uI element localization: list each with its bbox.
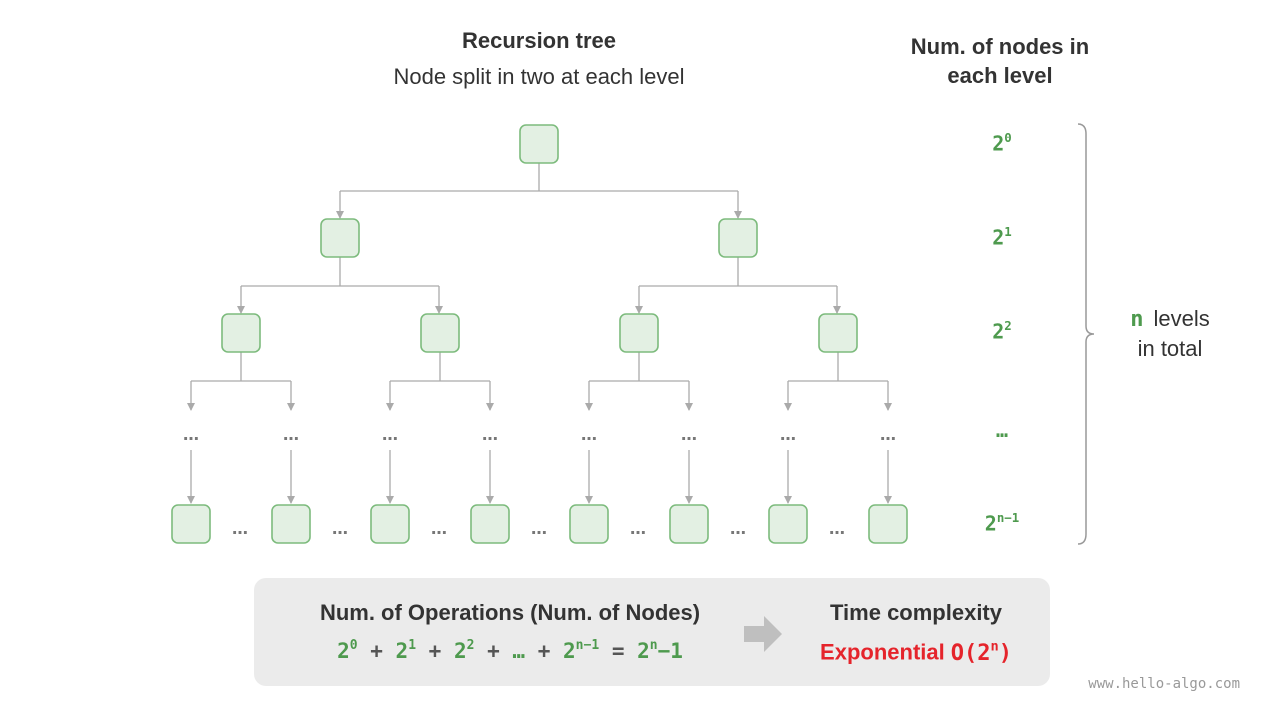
leaf-ellipsis: … xyxy=(630,519,646,538)
operations-formula: 20 + 21 + 22 + … + 2n−1 = 2n−1 xyxy=(337,638,683,664)
tree-leaf-node xyxy=(868,504,908,544)
leaf-ellipsis: … xyxy=(829,519,845,538)
tree-ellipsis: … xyxy=(482,425,498,444)
leaf-ellipsis: … xyxy=(531,519,547,538)
formula-result: 2n−1 xyxy=(637,638,683,664)
tree-ellipsis: … xyxy=(880,425,896,444)
formula-term: 2n−1 xyxy=(563,638,600,664)
level-column-title: Num. of nodes in each level xyxy=(910,34,1090,88)
level-ellipsis: … xyxy=(995,418,1009,442)
levels-text: levels xyxy=(1153,306,1210,331)
summary-panel xyxy=(254,578,1050,686)
formula-term: 22 xyxy=(453,638,475,664)
leaf-ellipsis: … xyxy=(431,519,447,538)
tree-node xyxy=(718,218,758,258)
diagram-subtitle: Node split in two at each level xyxy=(393,64,685,89)
level-2-count: 22 xyxy=(992,318,1012,344)
leaf-ellipsis: … xyxy=(232,519,248,538)
tree-node xyxy=(420,313,460,353)
level-1-count: 21 xyxy=(992,224,1012,250)
tree-ellipsis: … xyxy=(183,425,199,444)
time-complexity-title: Time complexity xyxy=(830,600,1002,625)
tree-node xyxy=(320,218,360,258)
tree-ellipsis: … xyxy=(283,425,299,444)
tree-ellipsis: … xyxy=(382,425,398,444)
leaf-ellipsis: … xyxy=(730,519,746,538)
operations-title: Num. of Operations (Num. of Nodes) xyxy=(319,600,701,625)
tree-leaf-node xyxy=(171,504,211,544)
tree-ellipsis: … xyxy=(780,425,796,444)
level-0-count: 20 xyxy=(992,130,1012,156)
tree-leaf-node xyxy=(370,504,410,544)
tree-leaf-node xyxy=(669,504,709,544)
complexity-notation: O(2n) xyxy=(950,638,1012,666)
diagram-title: Recursion tree xyxy=(461,28,617,53)
formula-term: 20 xyxy=(337,638,358,664)
watermark: www.hello-algo.com xyxy=(1088,676,1240,692)
complexity-label: Exponential xyxy=(820,639,945,665)
tree-node xyxy=(818,313,858,353)
tree-leaf-node xyxy=(470,504,510,544)
tree-ellipsis: … xyxy=(581,425,597,444)
tree-node xyxy=(619,313,659,353)
formula-term: 21 xyxy=(395,638,417,664)
levels-n: n xyxy=(1130,307,1144,332)
tree-node xyxy=(221,313,261,353)
levels-in-total-text: in total xyxy=(1137,336,1203,361)
formula-term: … xyxy=(512,639,526,664)
levels-brace xyxy=(1077,123,1095,545)
tree-node xyxy=(519,124,559,164)
leaf-ellipsis: … xyxy=(332,519,348,538)
tree-leaf-node xyxy=(768,504,808,544)
tree-leaf-node xyxy=(271,504,311,544)
tree-leaf-node xyxy=(569,504,609,544)
arrow-right-icon xyxy=(744,616,782,652)
level-last-count: 2n−1 xyxy=(984,510,1020,536)
tree-ellipsis: … xyxy=(681,425,697,444)
